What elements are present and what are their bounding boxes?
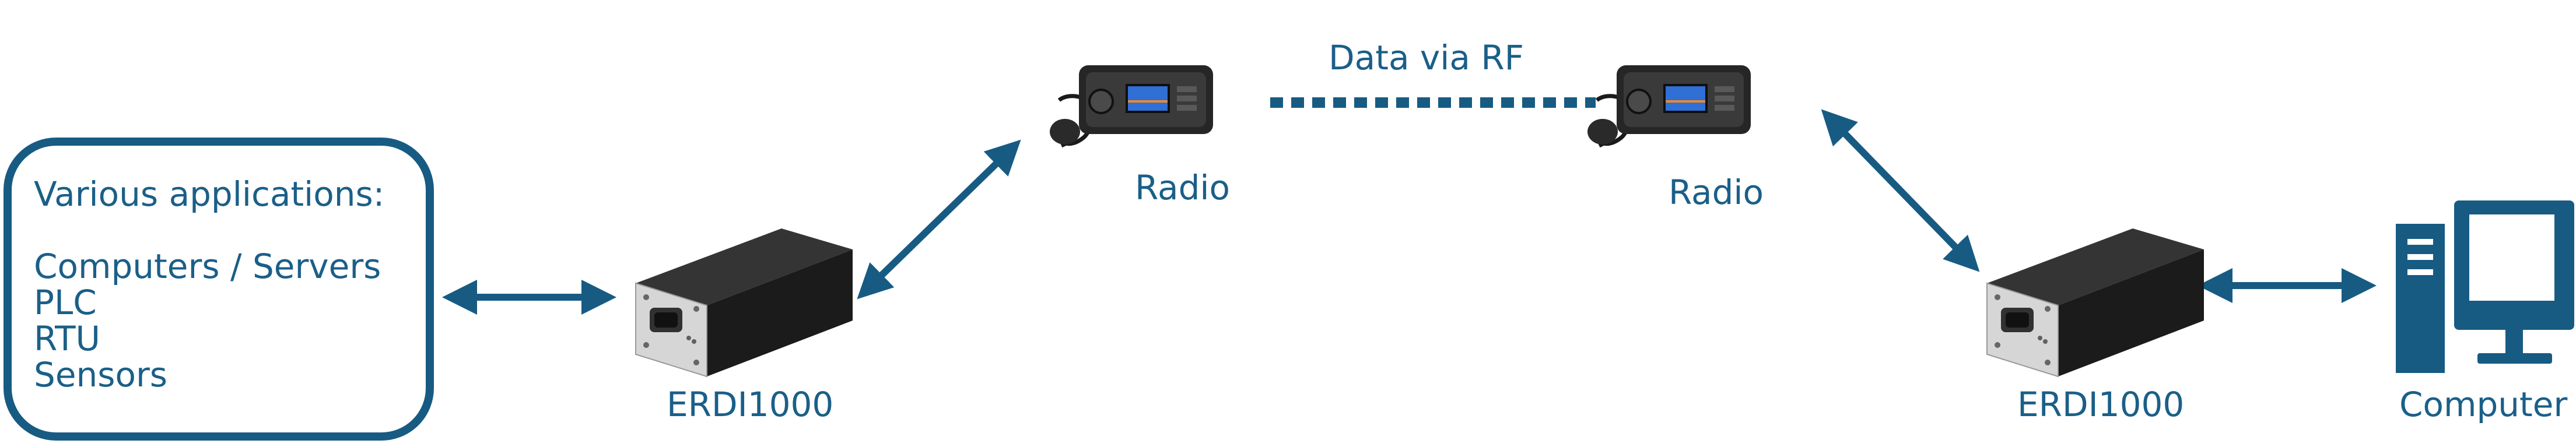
applications-list: Various applications: Computers / Server… — [34, 176, 384, 393]
arrow-erdi-left-to-radio-left — [857, 139, 1021, 300]
application-item-plc: PLC — [34, 283, 97, 322]
applications-heading: Various applications: — [34, 174, 385, 214]
data-via-rf-label: Data via RF — [1329, 38, 1524, 78]
applications-box — [3, 138, 434, 441]
radio-right-icon — [1587, 65, 1751, 148]
radio-left-label: Radio — [1135, 168, 1230, 207]
radio-right-label: Radio — [1669, 173, 1764, 212]
application-item-computers-servers: Computers / Servers — [34, 247, 381, 286]
erdi-left-label: ERDI1000 — [667, 385, 834, 424]
erdi-device-left-icon — [635, 228, 853, 378]
application-item-rtu: RTU — [34, 319, 100, 358]
application-item-sensors: Sensors — [34, 355, 168, 395]
arrow-radio-right-to-erdi-right — [1821, 109, 1980, 272]
erdi-right-label: ERDI1000 — [2017, 385, 2185, 424]
erdi-device-right-icon — [1986, 228, 2204, 378]
computer-icon — [2396, 200, 2574, 373]
radio-left-icon — [1050, 65, 1213, 148]
computer-label: Computer — [2399, 385, 2568, 424]
